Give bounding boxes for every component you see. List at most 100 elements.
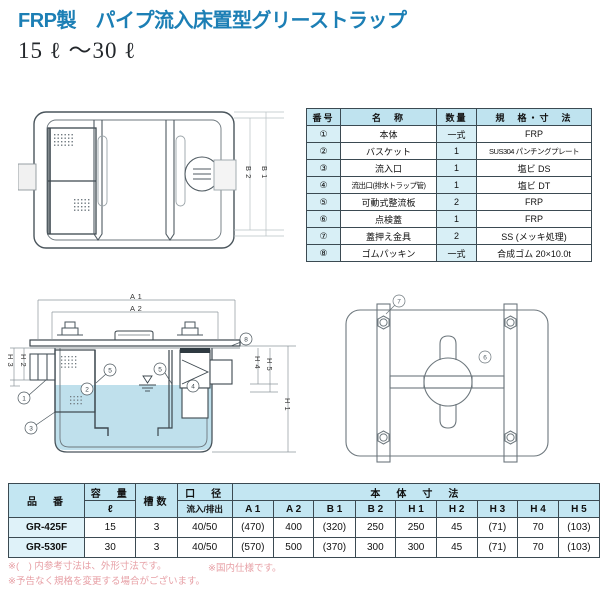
spec-b1: (320) bbox=[313, 517, 356, 538]
part-qty: 1 bbox=[436, 210, 477, 228]
spec-header-b1: B 1 bbox=[313, 500, 356, 518]
svg-text:1: 1 bbox=[22, 396, 26, 403]
footnote-line-2: ※予告なく規格を変更する場合がございます。 bbox=[8, 575, 206, 587]
section-dim-h1: H 1 bbox=[283, 398, 292, 412]
spec-header-bore: 口 径 bbox=[176, 483, 233, 501]
part-qty: 一式 bbox=[436, 125, 477, 143]
table-row: ⑦ 蓋押え金具 2 SS (メッキ処理) bbox=[306, 227, 592, 245]
section-dim-a2: A 2 bbox=[130, 304, 143, 313]
svg-text:7: 7 bbox=[397, 299, 401, 306]
part-qty: 2 bbox=[436, 227, 477, 245]
svg-text:5: 5 bbox=[108, 368, 112, 375]
part-name: 流出口(排水トラップ管) bbox=[340, 176, 437, 194]
parts-table-header-row: 番号 名 称 数量 規 格・寸 法 bbox=[306, 108, 592, 126]
parts-table: 番号 名 称 数量 規 格・寸 法 ① 本体 一式 FRP ② バスケット 1 bbox=[306, 108, 592, 262]
page-title: FRP製 パイプ流入床置型グリーストラップ bbox=[18, 10, 407, 32]
spec-model: GR-530F bbox=[7, 537, 86, 558]
spec-bore: 40/50 bbox=[176, 517, 233, 538]
footnote-line-1: ※( ) 内参考寸法は、外形寸法です。 bbox=[8, 561, 167, 572]
spec-header-h3: H 3 bbox=[476, 500, 519, 518]
part-qty: 1 bbox=[436, 176, 477, 194]
parts-header-qty: 数量 bbox=[436, 108, 477, 126]
footnote-domestic-spec: ※国内仕様です。 bbox=[208, 563, 282, 574]
parts-header-name: 名 称 bbox=[340, 108, 437, 126]
part-qty: 一式 bbox=[436, 244, 477, 262]
spec-h5: (103) bbox=[557, 517, 600, 538]
part-spec: 合成ゴム 20×10.0t bbox=[476, 244, 592, 262]
part-spec: FRP bbox=[476, 193, 592, 211]
part-spec: FRP bbox=[476, 125, 592, 143]
spec-a2: 500 bbox=[272, 537, 315, 558]
part-spec: FRP bbox=[476, 210, 592, 228]
part-no: ⑦ bbox=[306, 227, 341, 245]
spec-a2: 400 bbox=[272, 517, 315, 538]
spec-tanks: 3 bbox=[135, 517, 178, 538]
spec-header-h4: H 4 bbox=[517, 500, 559, 518]
svg-text:2: 2 bbox=[85, 387, 89, 394]
spec-capacity: 30 bbox=[84, 537, 137, 558]
spec-h2: 45 bbox=[435, 517, 478, 538]
section-dim-a1: A 1 bbox=[130, 292, 143, 301]
table-row: ① 本体 一式 FRP bbox=[306, 125, 592, 143]
footnotes-block: ※( ) 内参考寸法は、外形寸法です。 ※予告なく規格を変更する場合がございます… bbox=[8, 560, 205, 589]
section-view-drawing: 1 3 2 5 5 4 8 A 1 A 2 H 2 H 3 H 4 H 5 H … bbox=[0, 288, 305, 470]
svg-text:3: 3 bbox=[29, 426, 33, 433]
plan-dim-b2: B 2 bbox=[244, 166, 253, 179]
part-name: 蓋押え金具 bbox=[340, 227, 437, 245]
part-no: ④ bbox=[306, 176, 341, 194]
section-dim-h5: H 5 bbox=[265, 358, 274, 372]
spec-header-h2: H 2 bbox=[435, 500, 478, 518]
plan-dim-b1: B 1 bbox=[260, 166, 269, 179]
section-dim-h4: H 4 bbox=[253, 356, 262, 370]
parts-table-container: 番号 名 称 数量 規 格・寸 法 ① 本体 一式 FRP ② バスケット 1 bbox=[306, 108, 592, 262]
spec-h4: 70 bbox=[517, 537, 559, 558]
table-row: ② バスケット 1 SUS304 パンチングプレート bbox=[306, 142, 592, 160]
part-name: 点検蓋 bbox=[340, 210, 437, 228]
capacity-subtitle: 15 ℓ ～30 ℓ bbox=[18, 38, 137, 63]
part-spec: 塩ビ DS bbox=[476, 159, 592, 177]
svg-text:4: 4 bbox=[191, 384, 195, 391]
title-block: FRP製 パイプ流入床置型グリーストラップ 15 ℓ ～30 ℓ bbox=[18, 10, 407, 63]
spec-h3: (71) bbox=[476, 517, 519, 538]
svg-text:5: 5 bbox=[158, 367, 162, 374]
spec-table-header-row-1: 品 番 容 量 槽数 口 径 本 体 寸 法 bbox=[7, 483, 600, 518]
spec-bore: 40/50 bbox=[176, 537, 233, 558]
spec-header-a1: A 1 bbox=[231, 500, 274, 518]
part-name: 流入口 bbox=[340, 159, 437, 177]
spec-b2: 300 bbox=[354, 537, 397, 558]
spec-b2: 250 bbox=[354, 517, 397, 538]
spec-header-h5: H 5 bbox=[557, 500, 600, 518]
part-no: ⑤ bbox=[306, 193, 341, 211]
part-name: 可動式整流板 bbox=[340, 193, 437, 211]
part-spec: SS (メッキ処理) bbox=[476, 227, 592, 245]
part-qty: 1 bbox=[436, 142, 477, 160]
svg-text:8: 8 bbox=[244, 337, 248, 344]
plan-view-drawing: B 2 B 1 bbox=[18, 106, 300, 286]
table-row: ⑧ ゴムパッキン 一式 合成ゴム 20×10.0t bbox=[306, 244, 592, 262]
part-spec: 塩ビ DT bbox=[476, 176, 592, 194]
spec-header-capacity: 容 量 bbox=[84, 483, 137, 501]
spec-header-a2: A 2 bbox=[272, 500, 315, 518]
parts-header-no: 番号 bbox=[306, 108, 341, 126]
spec-h3: (71) bbox=[476, 537, 519, 558]
part-spec: SUS304 パンチングプレート bbox=[476, 142, 592, 160]
svg-text:6: 6 bbox=[483, 355, 487, 362]
spec-header-tanks: 槽数 bbox=[135, 483, 178, 518]
spec-h5: (103) bbox=[557, 537, 600, 558]
part-no: ③ bbox=[306, 159, 341, 177]
section-dim-h3: H 3 bbox=[6, 354, 15, 368]
spec-table-header-row-2: ℓ 流入/排出 A 1 A 2 B 1 B 2 H 1 H 2 H 3 H 4 … bbox=[9, 500, 600, 518]
spec-table-container: 品 番 容 量 槽数 口 径 本 体 寸 法 ℓ 流入/排出 A 1 A 2 B… bbox=[7, 483, 600, 558]
part-qty: 1 bbox=[436, 159, 477, 177]
table-row: GR-425F 15 3 40/50 (470) 400 (320) 250 2… bbox=[7, 517, 600, 538]
section-dim-h2: H 2 bbox=[19, 354, 28, 368]
part-name: 本体 bbox=[340, 125, 437, 143]
table-row: GR-530F 30 3 40/50 (570) 500 (370) 300 3… bbox=[7, 537, 600, 558]
spec-tanks: 3 bbox=[135, 537, 178, 558]
spec-header-model: 品 番 bbox=[7, 483, 86, 518]
spec-model: GR-425F bbox=[7, 517, 86, 538]
parts-header-spec: 規 格・寸 法 bbox=[476, 108, 592, 126]
spec-header-h1: H 1 bbox=[395, 500, 437, 518]
spec-h1: 300 bbox=[395, 537, 437, 558]
